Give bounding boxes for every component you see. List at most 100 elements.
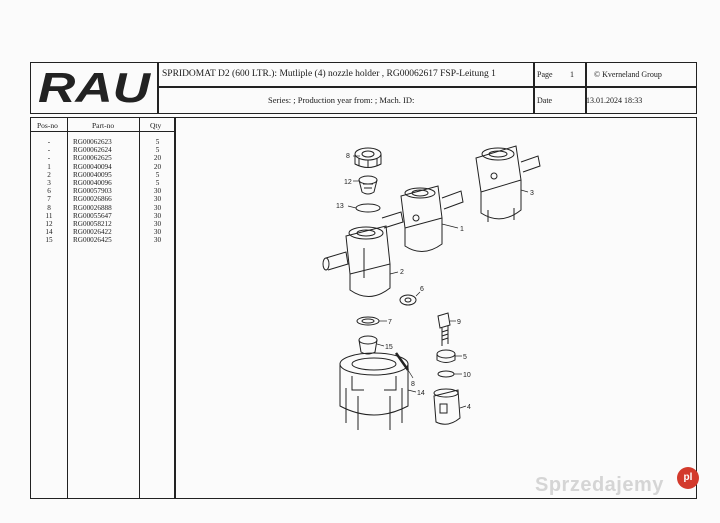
part-no-cell: RG00062625: [73, 154, 112, 163]
callout-12: 12: [344, 179, 352, 186]
pos-cell: 3: [47, 178, 51, 187]
table-row: 14 RG00026422 30: [31, 228, 174, 236]
part-15-insert: [358, 335, 378, 355]
leader-lines: [347, 155, 529, 409]
series-line: Series: ; Production year from: ; Mach. …: [268, 95, 415, 105]
qty-cell: 5: [155, 178, 160, 187]
page-cell: Page 1: [533, 62, 587, 88]
part-12-filter: [358, 175, 378, 195]
pos-cell: 11: [45, 211, 53, 220]
qty-cell: 5: [155, 138, 160, 146]
part-10-oring: [437, 370, 455, 378]
page-label: Page: [537, 70, 553, 79]
date-value-cell: 13.01.2024 18:33: [585, 86, 697, 114]
callout-15: 15: [385, 344, 393, 351]
table-row: 15 RG00026425 30: [31, 236, 174, 244]
column-divider: [139, 118, 140, 498]
part-8-nut: [354, 147, 382, 168]
sheet-title: SPRIDOMAT D2 (600 LTR.): Mutliple (4) no…: [162, 69, 496, 79]
part-3-body: [475, 145, 541, 222]
watermark-text: Sprzedajemy: [535, 474, 664, 496]
exploded-drawing: 8 12 13 1 3 2 6 7 15 8 14 9 5 10 4: [322, 145, 541, 430]
parts-table: Pos-no Part-no Qty - RG00062623 5 - RG000626…: [30, 117, 175, 499]
date-label: Date: [537, 96, 553, 105]
column-header-qty: Qty: [150, 121, 162, 130]
callout-5: 5: [463, 354, 467, 361]
callout-1: 1: [460, 226, 464, 233]
qty-cell: 30: [153, 219, 162, 228]
table-row: - RG00062625 20: [31, 154, 174, 162]
callout-3: 3: [530, 190, 534, 197]
pos-cell: -: [47, 138, 51, 146]
column-divider: [67, 118, 68, 498]
part-no-cell: RG00062623: [73, 138, 112, 146]
column-header-pos: Pos-no: [37, 121, 58, 130]
part-no-cell: RG00055647: [73, 211, 112, 220]
part-no-cell: RG00062624: [73, 146, 112, 155]
table-row: - RG00062623 5: [31, 138, 174, 146]
callout-7: 7: [388, 319, 392, 326]
qty-cell: 5: [155, 146, 160, 155]
qty-cell: 30: [153, 203, 162, 212]
copyright-text: © Kverneland Group: [594, 70, 662, 79]
part-1-body: [381, 185, 464, 252]
callout-8: 8: [346, 153, 350, 160]
callout-2: 2: [400, 269, 404, 276]
callout-14: 14: [417, 390, 425, 397]
pos-cell: 7: [47, 195, 51, 204]
qty-cell: 30: [153, 211, 162, 220]
header-divider: [31, 131, 174, 132]
qty-cell: 30: [153, 195, 162, 204]
callout-10: 10: [463, 372, 471, 379]
part-no-cell: RG00026422: [73, 228, 112, 237]
watermark-badge: pl: [677, 467, 699, 489]
qty-cell: 20: [153, 154, 162, 163]
table-row: 11 RG00055647 30: [31, 212, 174, 220]
callout-6: 6: [420, 286, 424, 293]
part-no-cell: RG00040095: [73, 170, 112, 179]
table-row: 1 RG00040094 20: [31, 163, 174, 171]
page-number: 1: [570, 70, 574, 79]
part-4-clip: [433, 388, 461, 425]
part-no-cell: RG00026888: [73, 203, 112, 212]
pos-cell: 15: [45, 236, 53, 245]
qty-cell: 20: [153, 162, 162, 171]
part-2-body: [322, 225, 391, 297]
pos-cell: 6: [47, 187, 51, 196]
part-14-cap: [339, 352, 409, 430]
column-header-part: Part-no: [92, 121, 115, 130]
date-label-cell: Date: [533, 86, 587, 114]
callout-4: 4: [467, 404, 471, 411]
pos-cell: 1: [47, 162, 51, 171]
pos-cell: -: [47, 154, 51, 163]
exploded-drawing-frame: 8 12 13 1 3 2 6 7 15 8 14 9 5 10 4: [175, 117, 697, 499]
title-cell: SPRIDOMAT D2 (600 LTR.): Mutliple (4) no…: [157, 62, 535, 88]
callout-9: 9: [457, 319, 461, 326]
part-7-seal: [356, 316, 380, 326]
part-no-cell: RG00026425: [73, 236, 112, 245]
pos-cell: 8: [47, 203, 51, 212]
callout-8b: 8: [411, 381, 415, 388]
part-no-cell: RG00058212: [73, 219, 112, 228]
pos-cell: 14: [45, 228, 53, 237]
pos-cell: 12: [45, 219, 53, 228]
rau-logo: RAU: [38, 64, 152, 108]
pos-cell: 2: [47, 170, 51, 179]
part-13-oring: [355, 203, 381, 213]
part-no-cell: RG00040094: [73, 162, 112, 171]
series-cell: Series: ; Production year from: ; Mach. …: [157, 86, 535, 114]
rau-logo-text: RAU: [38, 64, 152, 108]
qty-cell: 30: [153, 236, 162, 245]
copyright-cell: © Kverneland Group: [585, 62, 697, 88]
qty-cell: 30: [153, 228, 162, 237]
callout-13: 13: [336, 203, 344, 210]
table-row: 8 RG00026888 30: [31, 204, 174, 212]
part-5-nut: [436, 349, 456, 363]
qty-cell: 30: [153, 187, 162, 196]
